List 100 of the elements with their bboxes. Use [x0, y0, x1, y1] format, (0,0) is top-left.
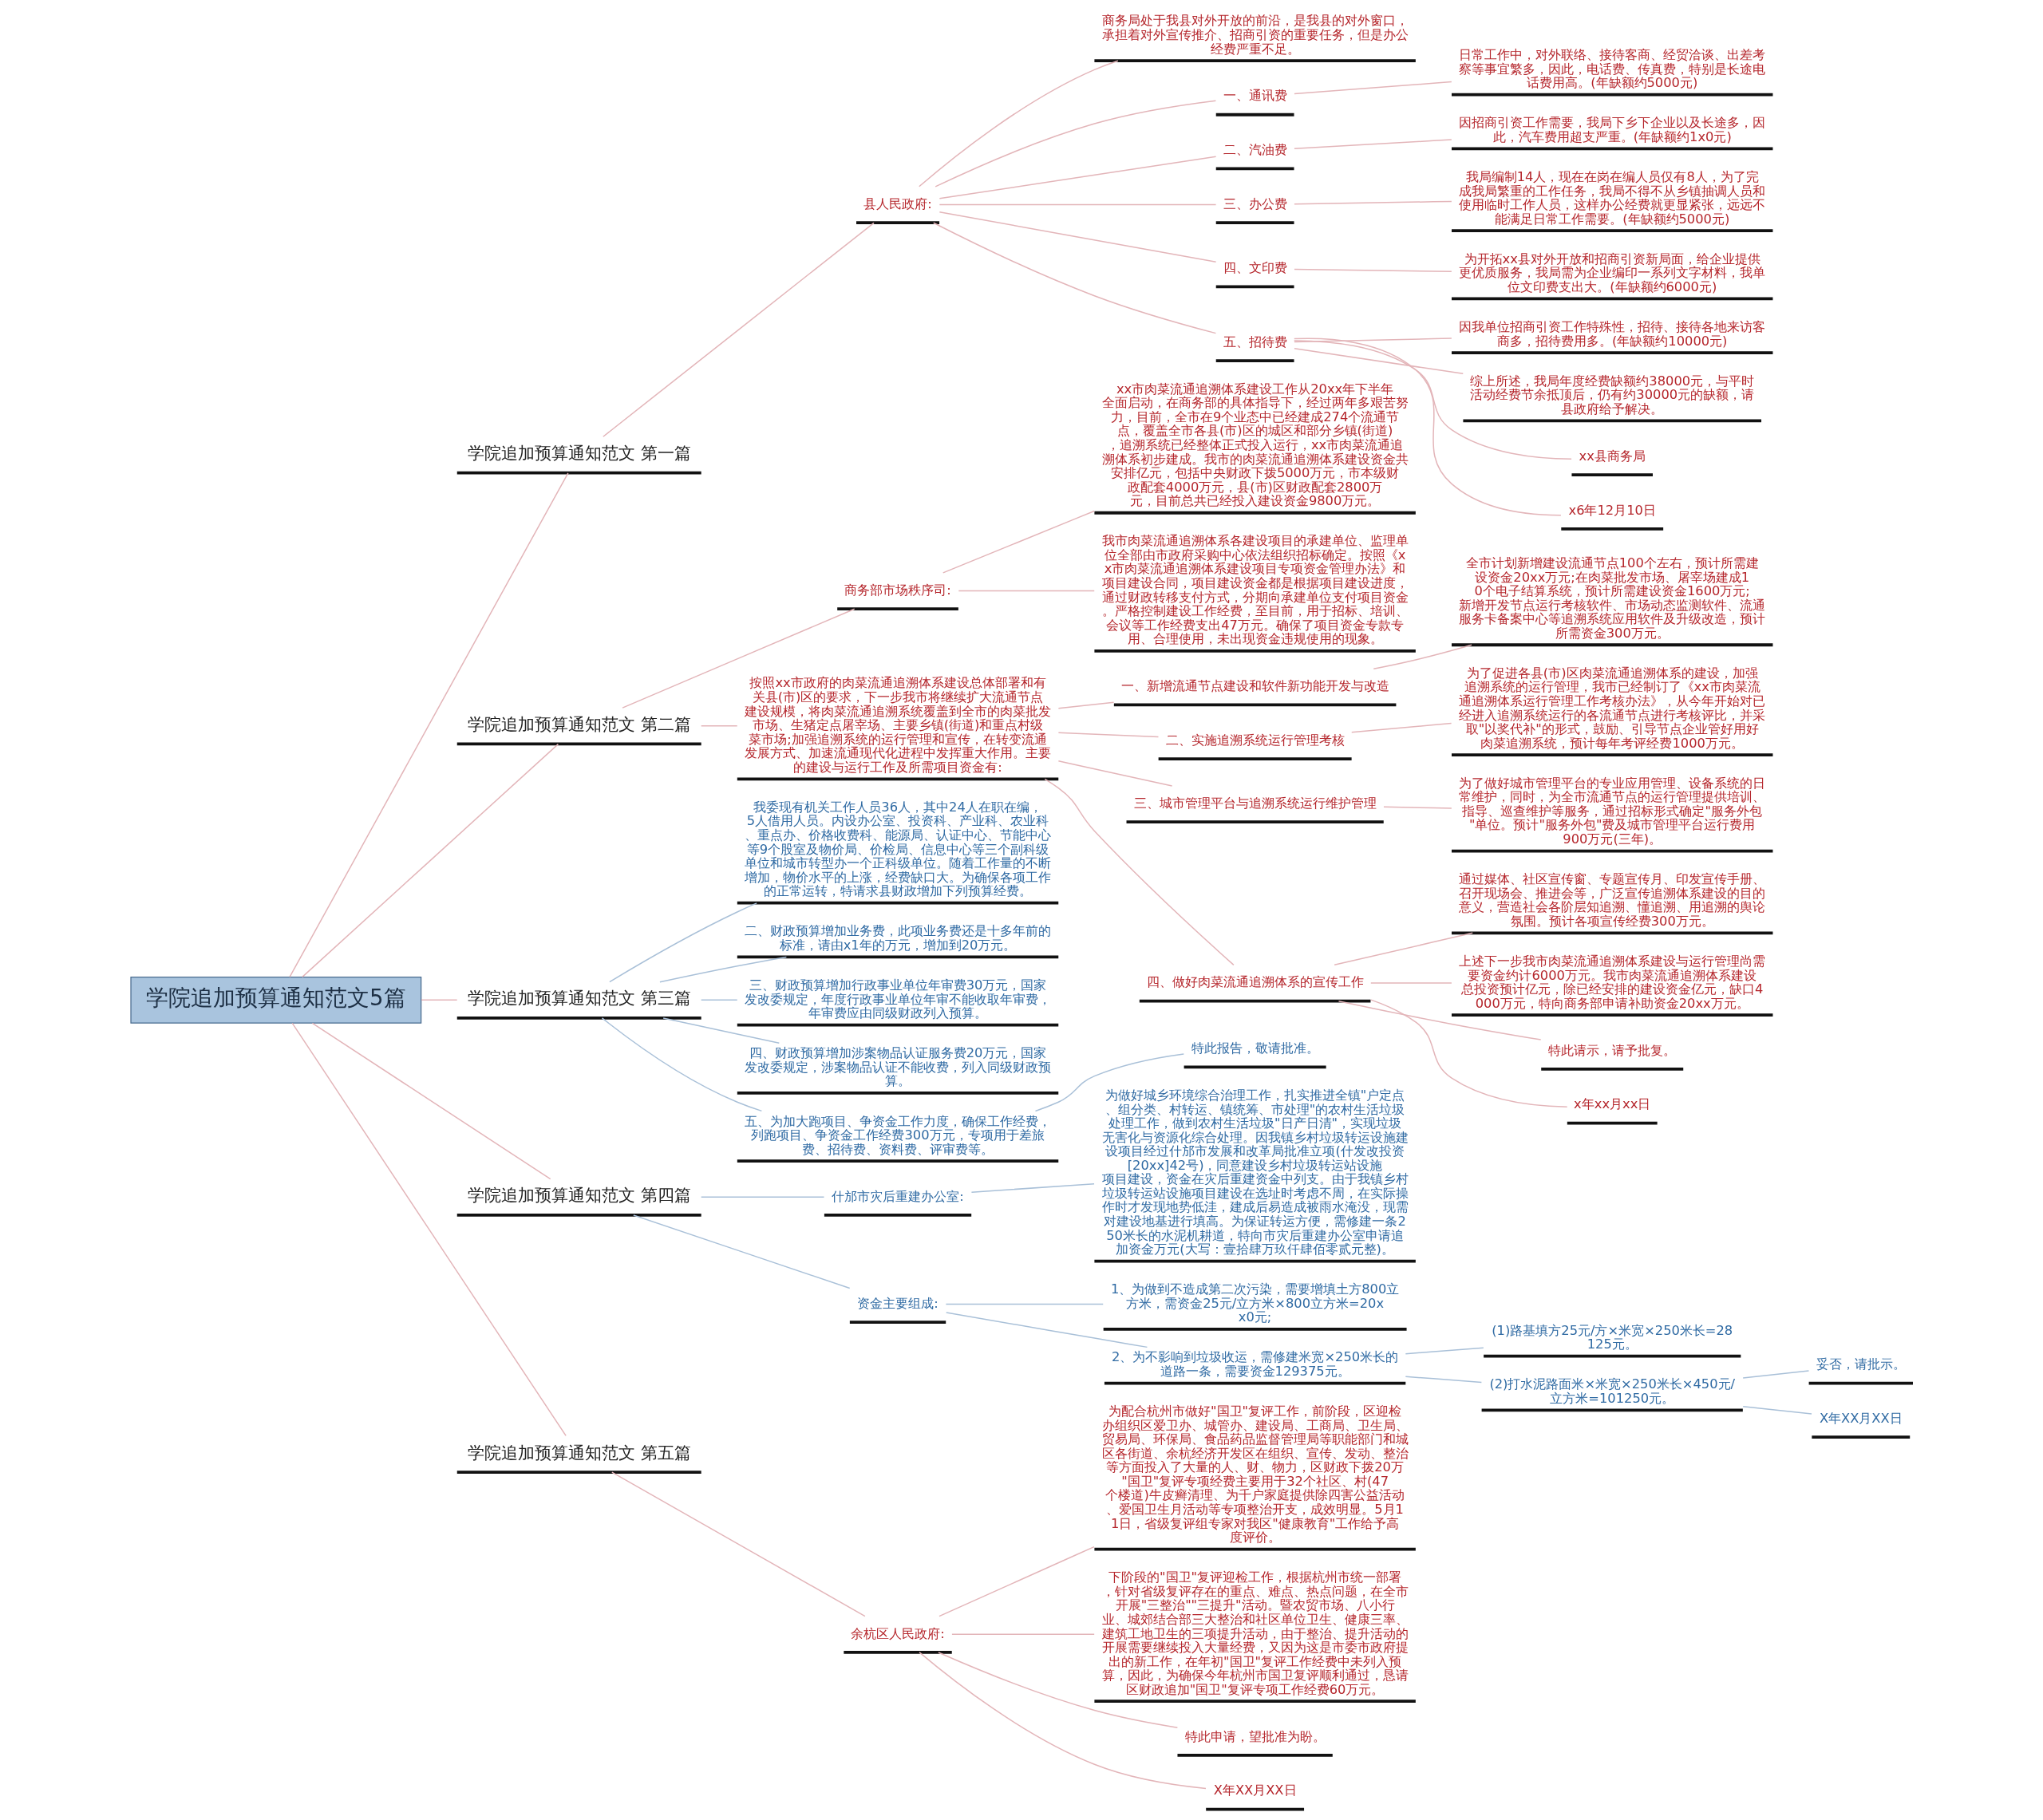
node-text: 五、招待费 [1223, 334, 1287, 349]
node-text: 通过媒体、社区宣传窗、专题宣传月、印发宣传手册、召开现场会、推进会等，广泛宣传追溯体系建设的目的意义，营造社会各阶层知追溯、懂追溯、用追溯的舆论氛围。预计各项宣传经费300万元。 [1458, 871, 1765, 929]
connector [939, 203, 1216, 206]
node-text: 综上所述，我局年度经费缺额约38000元，与平时活动经费节余抵顶后，仍有约30000元的缺额，请县政府给予解决。 [1469, 373, 1754, 417]
connector [1373, 644, 1472, 670]
connector [1293, 340, 1572, 460]
connector [1293, 338, 1562, 516]
connector [1293, 268, 1452, 273]
connector [1741, 1405, 1812, 1415]
node-text: 四、文印费 [1223, 260, 1287, 276]
node-text: 为开拓xx县对外开放和招商引资新局面，给企业提供更优质服务，我局需为企业编印一系列文字材料，我单位文印费支出大。(年缺额约6000元) [1458, 251, 1765, 294]
node-text: 学院追加预算通知范文 第五篇 [467, 1442, 691, 1463]
connector [621, 608, 855, 709]
connector [1382, 806, 1452, 809]
connector [970, 1183, 1095, 1193]
node-text: 上述下一步我市肉菜流通追溯体系建设与运行管理尚需要资金约计6000万元。我市肉菜流通追溯体系建设总投资预计亿元，除已经安排的建设资金亿元，缺口4000万元，特向商务部申请补助资金20xx万元。 [1458, 953, 1765, 1011]
node-text: x年xx月xx日 [1573, 1096, 1650, 1112]
connector [700, 725, 737, 727]
node-text: 为配合杭州市做好"国卫"复评工作，前阶段，区迎检办组织区爱卫办、城管办、建设局、工商局、卫生局、贸易局、环保局、食品药品监督管理局等职能部门和城区各街道、余杭经济开发区在组织、宣传、发动、整治等方面投入了大量的人、财、物力，区财政下拨20万"国卫"复评专项经费主要用于32个社区、村(47个楼道)牛皮癣清理、为千户家庭提供除四害公益活动、爱国卫生月活动等专项整治开支，成效明显。5月11日，省级复评组专家对我区"健康教育"工作给予高度评价。 [1101, 1403, 1409, 1546]
node-text: 我委现有机关工作人员36人，其中24人在职在编，5人借用人员。内设办公室、投资科、产业科、农业科、重点办、价格收费科、能源局、认证中心、节能中心等9个股室及物价局、价检局、信息中心等三个副科级单位和城市转型办一个正科级单位。随着工作量的不断增加，物价水平的上涨，经费缺口大。为确保各项工作的正常运转，特请求县财政增加下列预算经费。 [744, 799, 1051, 899]
connector [301, 743, 559, 978]
connector [601, 1017, 762, 1112]
connector [1057, 760, 1172, 787]
node-text: 日常工作中，对外联络、接待客商、经贸洽谈、出差考察等事宜繁多，因此，电话费、传真费，特别是长途电话费用高。(年缺额约5000元) [1458, 47, 1765, 91]
node-text: 全市计划新增建设流通节点100个左右，预计所需建设资金20xx万元;在肉菜批发市场、屠宰场建成10个电子结算系统，预计所需建设资金1600万元;新增开发节点运行考核软件、市场动态监测软件、流通服务卡备案中心等追溯系统应用软件及升级改造，预计所需资金300万元。 [1458, 555, 1765, 641]
node-text: xx县商务局 [1579, 448, 1646, 464]
node-text: 学院追加预算通知范文 第二篇 [467, 713, 691, 734]
connector [608, 902, 757, 983]
connector [700, 1196, 824, 1198]
connector [1350, 722, 1452, 733]
connector [602, 222, 875, 437]
connector [1741, 1370, 1809, 1379]
connector [1369, 999, 1567, 1108]
node-text: 二、汽油费 [1223, 142, 1287, 158]
connector [1034, 1053, 1184, 1112]
connector [939, 156, 1216, 199]
node-text: 一、新增流通节点建设和软件新功能开发与改造 [1120, 678, 1389, 694]
node-text: 学院追加预算通知范文 第一篇 [467, 443, 691, 464]
node-text: 为做好城乡环境综合治理工作，扎实推进全镇"户定点、组分类、村转运、镇统筹、市处理"的农村生活垃圾处理工作，做到农村生活垃圾"日产日清"，实现垃圾无害化与资源化综合处理。因我镇乡村垃圾转运设施建设项目经过什邡市发展和改革局批准立项(什发改投资[20xx]42号)，同意建设乡村垃圾转运站设施项目建设，资金在灾后重建资金中列支。由于我镇乡村垃圾转运站设施项目建设在选址时考虑不周，在实际操作时才发现地势低洼，建成后易造成被雨水淹没，现需对建设地基进行填高。为保证转运方便，需修建一条250米长的水泥机耕道，特向市灾后重建办公室申请追加资金万元(大写：壹拾肆万玖仟肆佰零贰元整)。 [1101, 1087, 1409, 1257]
connector [1293, 348, 1464, 375]
node-text: 我市肉菜流通追溯体系各建设项目的承建单位、监理单位全部由市政府采购中心依法组织招标确定。按照《xx市肉菜流通追溯体系建设项目专项资金管理办法》和项目建设合同，项目建设资金都是根据项目建设进度，通过财政转移支付方式，分期向承建单位支付项目资金。严格控制建设工作经费，至目前，用于招标、培训、会议等工作经费支出47万元。确保了项目资金专款专用、合理使用，未出现资金违规使用的现象。 [1101, 533, 1409, 647]
node-text: 什邡市灾后重建办公室: [831, 1188, 964, 1204]
node-text: 学院追加预算通知范文 第三篇 [467, 988, 691, 1009]
connector [950, 1633, 1095, 1635]
node-text: x6年12月10日 [1568, 502, 1656, 518]
node-text: 妥否，请批示。 [1816, 1356, 1906, 1372]
connector [945, 1303, 1104, 1305]
node-text: 我局编制14人，现在在岗在编人员仅有8人，为了完成我局繁重的工作任务，我局不得不从乡镇抽调人员和使用临时工作人员，这样办公经费就更显紧张，远远不能满足日常工作需要。(年缺额约5000元) [1458, 169, 1765, 227]
connector [662, 1017, 780, 1044]
node-text: 五、为加大跑项目、争资金工作力度，确保工作经费，列跑项目、争资金工作经费300万元，专项用于差旅费、招待费、资料费、评审费等。 [744, 1113, 1051, 1157]
connector [611, 1471, 866, 1617]
node-text: 特此请示，请予批复。 [1547, 1042, 1676, 1058]
connector [1057, 732, 1159, 738]
node-text: 三、财政预算增加行政事业单位年审费30万元，国家发改委规定，年度行政事业单位年审不能收取年审费，年审费应由同级财政列入预算。 [744, 977, 1051, 1021]
node-text: 按照xx市政府的肉菜流通追溯体系建设总体部署和有关县(市)区的要求，下一步我市将继续扩大流通节点建设规模，将肉菜流通追溯系统覆盖到全市的肉菜批发市场、生猪定点屠宰场、主要乡镇(街道)和重点村级菜市场;加强追溯系统的运行管理和宣传，在转变流通发展方式、加速流通现代化进程中发挥重大作用。主要的建设与运行工作及所需项目资金有: [744, 675, 1051, 775]
node-text: 因我单位招商引资工作特殊性，招待、接待各地来访客商多，招待费用多。(年缺额约10000元) [1458, 319, 1765, 349]
node-text: 特此报告，敬请批准。 [1191, 1040, 1319, 1056]
connector [1369, 982, 1452, 984]
connector [1293, 338, 1452, 343]
connector [1405, 1347, 1484, 1355]
connector [937, 1652, 1178, 1728]
connector [939, 211, 1216, 263]
connector [1293, 81, 1452, 95]
connector [1333, 932, 1473, 966]
connector [632, 1214, 850, 1289]
node-text: 为了促进各县(市)区肉菜流通追溯体系的建设，加强追溯系统的运行管理，我市已经制订了《xx市肉菜流通追溯体系运行管理工作考核办法》，从今年开始对已经进入追溯系统运行的各流通节点进行考核评比，并采取"以奖代补"的形式，鼓励、引导节点企业管好用好肉菜追溯系统，预计每年考评经费1000万元。 [1458, 665, 1765, 751]
node-text: 商务部市场秩序司: [844, 582, 951, 598]
connector [1293, 139, 1452, 149]
node-text: (1)路基填方25元/方×米宽×250米长=28125元。 [1491, 1322, 1733, 1352]
node-text: 四、做好肉菜流通追溯体系的宣传工作 [1146, 974, 1364, 990]
connector [938, 1546, 1095, 1617]
connector [1405, 1376, 1482, 1384]
node-box: 学院追加预算通知范文5篇 [129, 976, 421, 1024]
node-text: 1、为做到不造成第二次污染，需要增填土方800立方米，需资金25元/立方米×800立方米=20xx0元; [1110, 1281, 1399, 1325]
connector [934, 100, 1216, 188]
node-text: 学院追加预算通知范文 第四篇 [467, 1185, 691, 1206]
connector [420, 999, 457, 1001]
connector [918, 60, 1119, 188]
connector [311, 1022, 551, 1180]
connector [1338, 1000, 1541, 1040]
node-text: 一、通讯费 [1223, 88, 1287, 104]
connector [918, 1652, 1207, 1790]
node-text: 特此申请，望批准为盼。 [1184, 1728, 1326, 1744]
node-text: 下阶段的"国卫"复评迎检工作，根据杭州市统一部署，针对省级复评存在的重点、难点、热点问题，在全市开展"三整治""三提升"活动。暨农贸市场、八小行业、城郊结合部三大整治和社区单位卫生、健康三率、建筑工地卫生的三项提升活动，由于整治、提升活动的开展需要继续投入大量经费，又因为这是市委市政府提出的新工作，在年初"国卫"复评工作经费中未列入预算，因此，为确保今年杭州市国卫复评顺利通过，恳请区财政追加"国卫"复评专项工作经费60万元。 [1101, 1569, 1409, 1697]
node-text: 三、城市管理平台与追溯系统运行维护管理 [1133, 795, 1377, 811]
node-text: 四、财政预算增加涉案物品认证服务费20万元，国家发改委规定，涉案物品认证不能收费，列入同级财政预算。 [744, 1045, 1051, 1089]
connector [658, 956, 787, 983]
node-text: 二、财政预算增加业务费，此项业务费还是十多年前的标准，请由x1年的万元，增加到20万元。 [744, 923, 1051, 953]
node-text: 二、实施追溯系统运行管理考核 [1165, 732, 1345, 748]
node-text: 资金主要组成: [856, 1295, 939, 1311]
node-text: X年XX月XX日 [1213, 1782, 1297, 1798]
node-text: X年XX月XX日 [1819, 1410, 1903, 1426]
node-text: 2、为不影响到垃圾收运，需修建米宽×250米长的道路一条，需要资金129375元。 [1111, 1349, 1398, 1380]
node-text: 县人民政府: [863, 195, 932, 211]
connector [942, 510, 1095, 574]
node-text: xx市肉菜流通追溯体系建设工作从20xx年下半年全面启动，在商务部的具体指导下，经过两年多艰苦努力，目前，全市在9个业态中已经建成274个流通节点，覆盖全市各县(市)区的城区和部分乡镇(街道)，追溯系统已经整体正式投入运行，xx市肉菜流通追溯体系初步建成。我市的肉菜流通追溯体系建设资金共安排亿元，包括中央财政下拨5000万元，市本级财政配套4000万元，县(市)区财政配套2800万元，目前总共已经投入建设资金9800万元。 [1101, 381, 1409, 509]
connector [288, 472, 569, 978]
connector [1293, 200, 1452, 205]
node-text: 因招商引资工作需要，我局下乡下企业以及长途多，因此，汽车费用超支严重。(年缺额约1x0元) [1458, 115, 1765, 144]
connector [291, 1022, 567, 1437]
